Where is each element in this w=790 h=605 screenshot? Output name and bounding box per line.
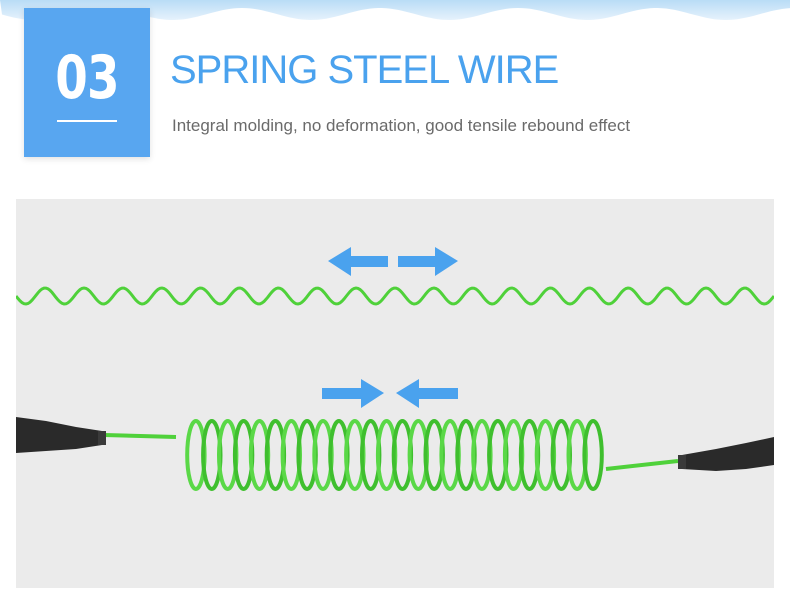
arrow-left-icon — [396, 379, 458, 408]
stretched-spring-wire — [16, 286, 774, 306]
coiled-spring-cord — [103, 419, 679, 491]
step-number: 03 — [55, 43, 119, 113]
cord-segment-right — [605, 459, 679, 471]
section-title: SPRING STEEL WIRE — [170, 48, 559, 92]
step-number-underline — [57, 120, 117, 122]
arrow-left-icon — [328, 247, 388, 276]
left-connector — [16, 417, 106, 453]
section-subtitle: Integral molding, no deformation, good t… — [172, 116, 631, 135]
top-wave-decoration — [0, 0, 790, 20]
step-number-badge: 03 — [24, 8, 150, 157]
product-photo-illustration — [16, 247, 774, 491]
product-photo — [16, 199, 774, 588]
coil-loop — [582, 419, 604, 491]
cord-segment-left — [103, 433, 177, 439]
right-connector — [678, 437, 774, 471]
arrow-right-icon — [322, 379, 384, 408]
arrow-right-icon — [398, 247, 458, 276]
